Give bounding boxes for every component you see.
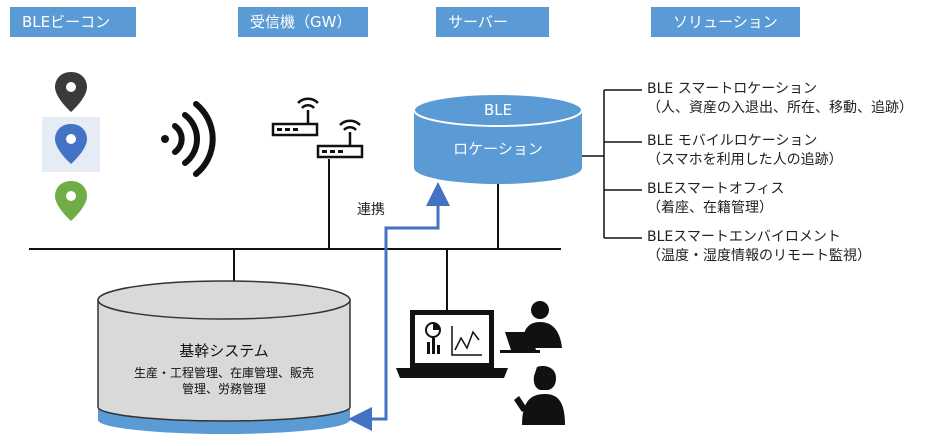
header-gateway: 受信機（GW） <box>238 7 368 37</box>
solution-mobile-location: BLE モバイルロケーション （スマホを利用した人の追跡） <box>647 132 843 170</box>
solution-sub: （温度・湿度情報のリモート監視） <box>647 248 871 264</box>
businessman-icon <box>500 301 562 353</box>
header-beacon: BLEビーコン <box>10 7 136 37</box>
solution-title: BLEスマートエンバイロメント <box>647 229 841 245</box>
wireless-signal-icon <box>161 101 216 177</box>
solution-bracket <box>582 89 642 239</box>
map-pin-icon <box>55 72 87 112</box>
integration-arrow <box>348 182 450 431</box>
core-system-db: 基幹システム 生産・工程管理、在庫管理、販売 管理、労務管理 <box>97 280 351 434</box>
db-top-label: BLE <box>484 101 512 119</box>
solution-smart-office: BLEスマートオフィス （着座、在籍管理） <box>647 180 785 218</box>
router-icon <box>271 97 319 137</box>
businesswoman-icon <box>514 366 565 425</box>
core-line2: 管理、労務管理 <box>182 381 266 396</box>
network-bus <box>29 159 561 310</box>
db-body-label: ロケーション <box>453 140 543 158</box>
header-server: サーバー <box>436 7 549 37</box>
solution-title: BLE スマートロケーション <box>647 81 817 97</box>
map-pin-icon <box>55 181 87 221</box>
solution-smart-location: BLE スマートロケーション （人、資産の入退出、所在、移動、追跡） <box>647 80 913 118</box>
solution-sub: （人、資産の入退出、所在、移動、追跡） <box>647 100 913 116</box>
solution-smart-environment: BLEスマートエンバイロメント （温度・湿度情報のリモート監視） <box>647 228 871 266</box>
solution-title: BLE モバイルロケーション <box>647 133 818 149</box>
laptop-chart-icon <box>396 310 508 378</box>
ble-location-db: BLE ロケーション <box>413 93 583 184</box>
core-line1: 生産・工程管理、在庫管理、販売 <box>134 365 314 380</box>
map-pin-icon <box>55 124 87 164</box>
solution-sub: （スマホを利用した人の追跡） <box>647 152 843 168</box>
solution-sub: （着座、在籍管理） <box>647 200 773 216</box>
link-label: 連携 <box>357 202 385 218</box>
header-solution: ソリューション <box>651 7 800 37</box>
core-title: 基幹システム <box>179 342 269 360</box>
solution-title: BLEスマートオフィス <box>647 181 785 197</box>
router-icon <box>316 119 364 159</box>
